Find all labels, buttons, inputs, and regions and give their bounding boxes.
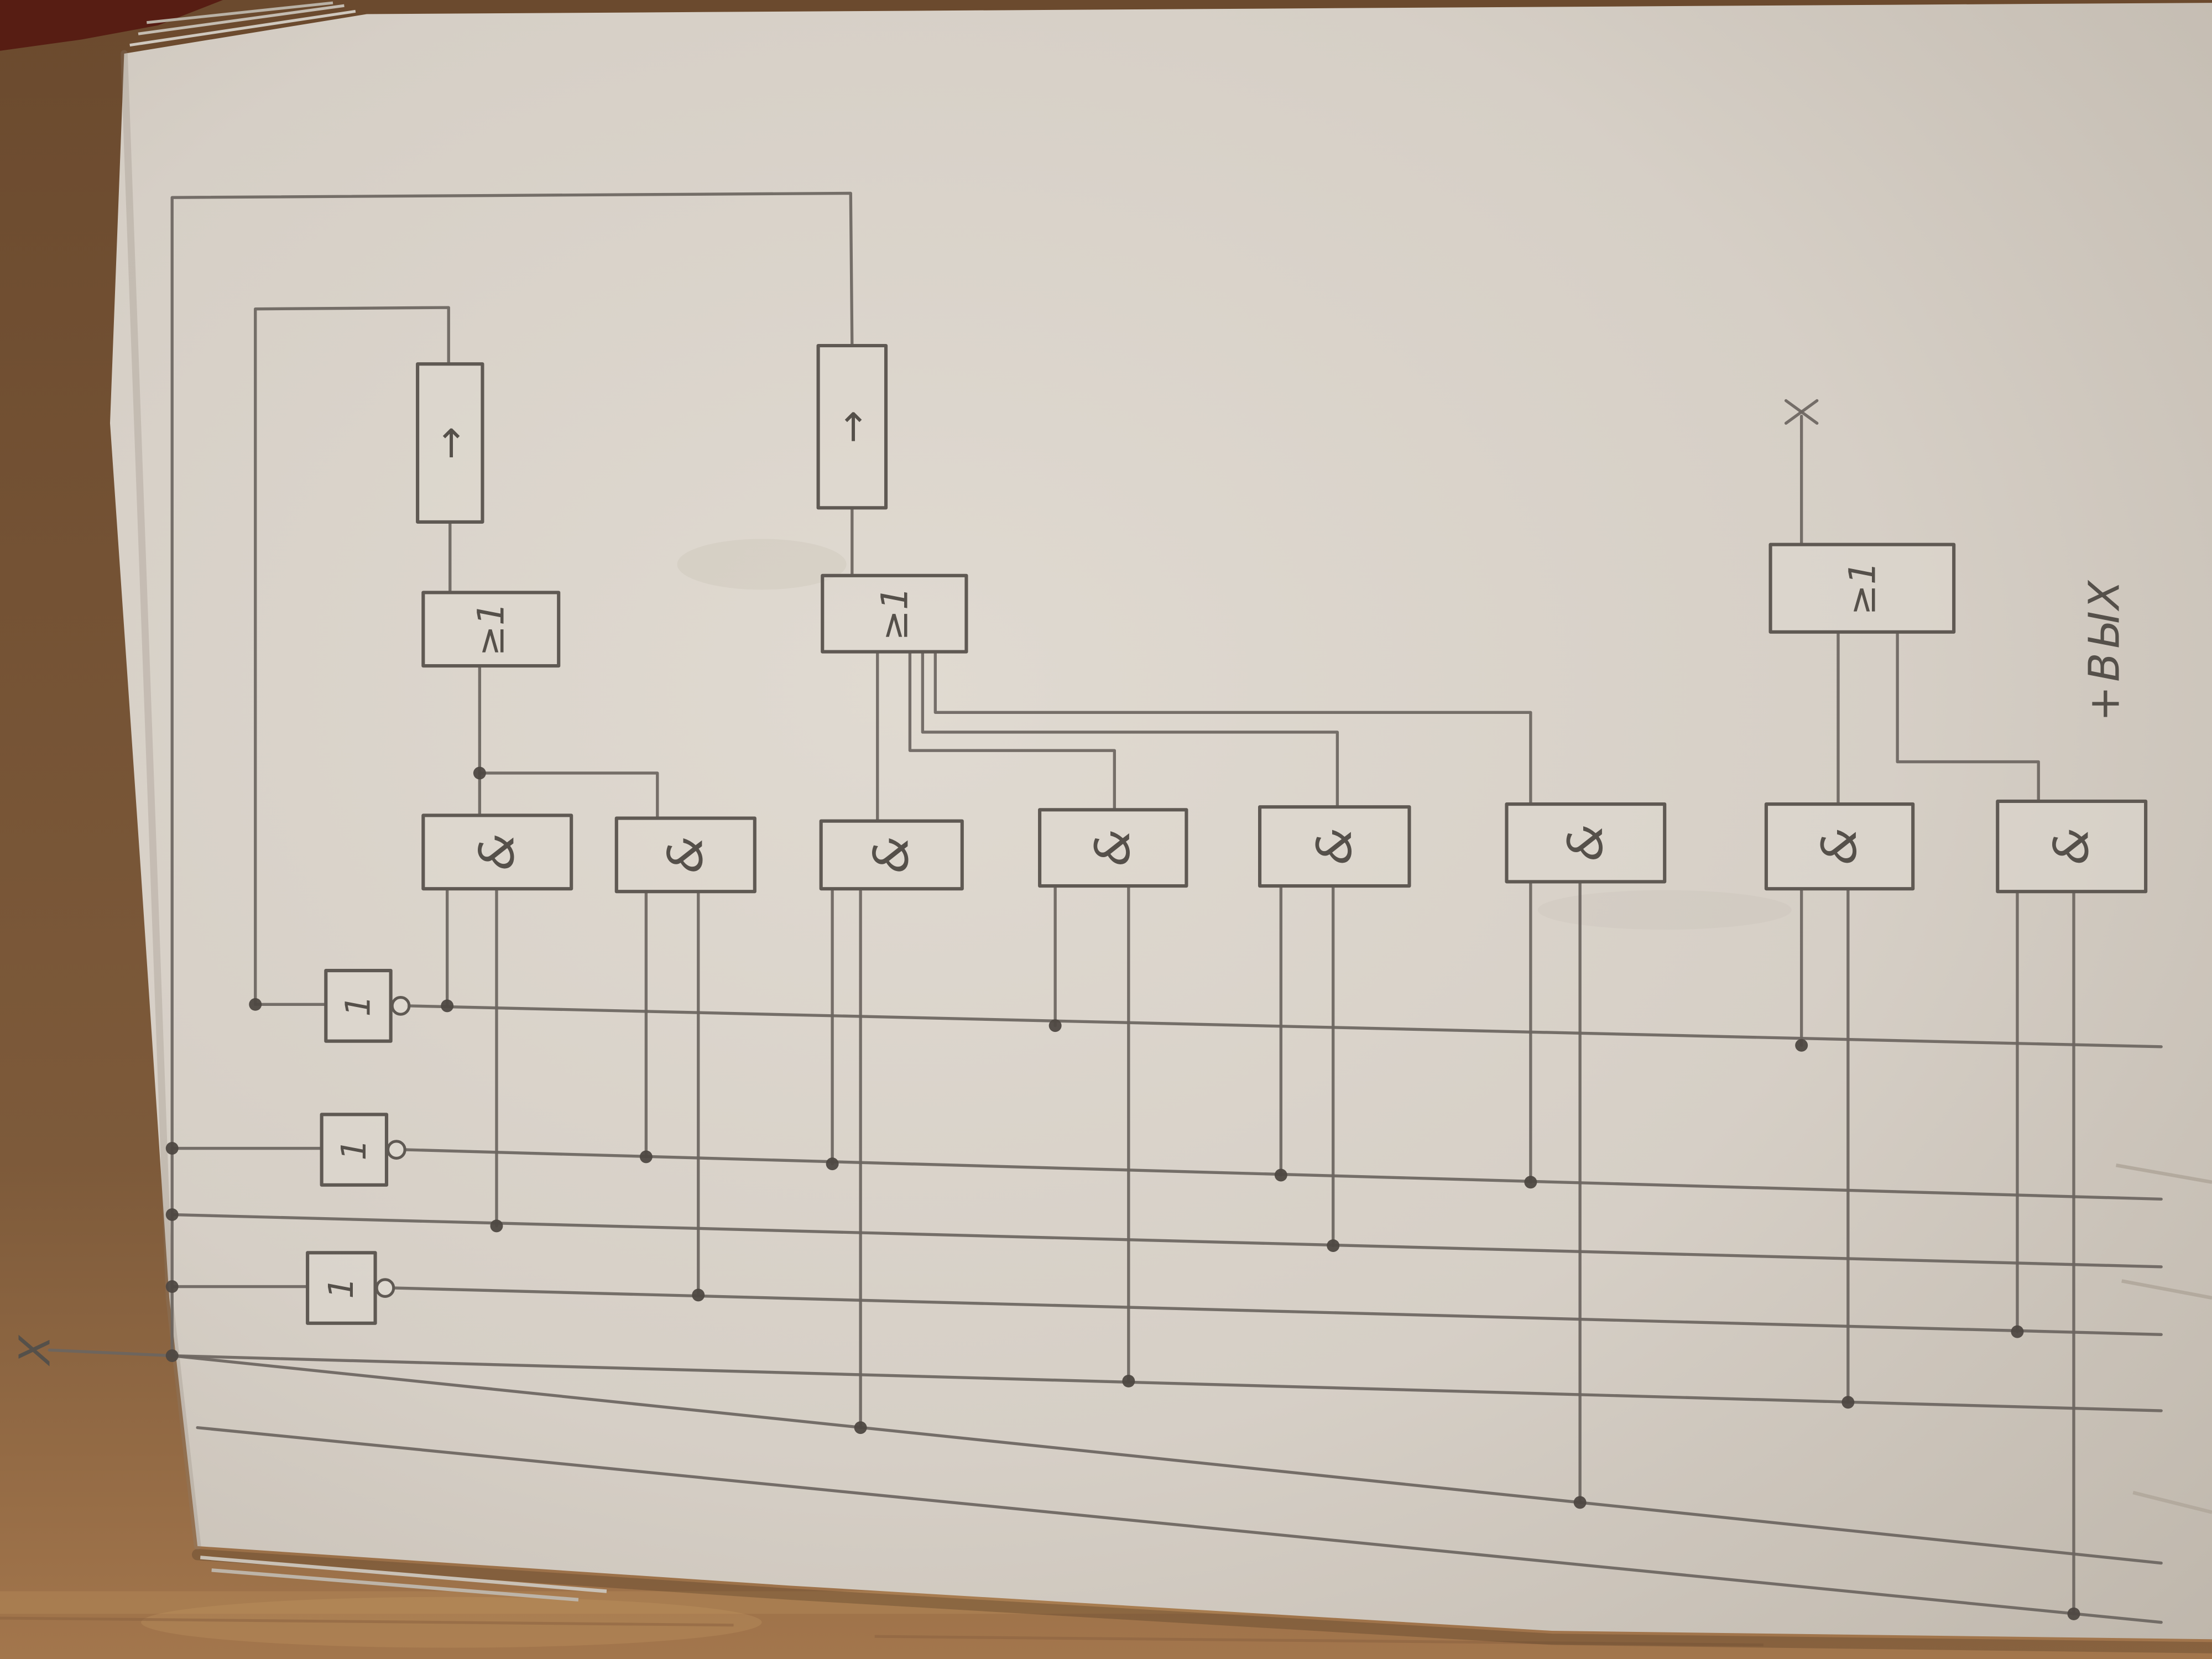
and-gate-label: & (658, 836, 713, 874)
and-gate-box (1764, 802, 1915, 891)
junction-dot (639, 1150, 653, 1164)
junction-dot (1327, 1239, 1340, 1253)
under-sheet-edge (211, 1568, 579, 1602)
inverter-bubble (390, 996, 411, 1016)
junction-dot (165, 1349, 179, 1363)
wire (170, 191, 854, 1358)
junction-dot (1048, 1019, 1062, 1032)
or-gate-label: ≥1 (469, 602, 513, 656)
junction-dots-layer (165, 766, 2080, 1620)
junction-dot (826, 1157, 839, 1171)
or-gate-box (1768, 542, 1956, 634)
page-stack-edge (138, 4, 345, 35)
junction-dot (2011, 1325, 2024, 1338)
wire (254, 306, 450, 1006)
wood-grain-line (0, 1616, 734, 1627)
inverter-label: 1 (335, 1139, 374, 1161)
wire (170, 1213, 2163, 1269)
under-sheet-edge-right (2121, 1279, 2212, 1300)
junction-dot (1274, 1168, 1287, 1182)
input-x-label: X (11, 1335, 60, 1367)
wire (478, 771, 659, 820)
paper-shadow (191, 1549, 2212, 1653)
and-gate-box (421, 813, 573, 891)
junction-dot (165, 1280, 179, 1293)
delay-block-box (416, 362, 484, 524)
and-gate-label: & (1307, 828, 1363, 865)
junction-dot (249, 998, 262, 1011)
inverter-bubble (375, 1278, 395, 1298)
junction-dot (441, 999, 454, 1013)
and-gate-box (1996, 799, 2148, 894)
pencil-smudge (677, 539, 847, 590)
junction-dot (1524, 1176, 1537, 1189)
junction-dot (1573, 1496, 1587, 1509)
wire (1784, 399, 1819, 425)
wire (921, 650, 1339, 808)
paper-edge-shade (121, 50, 201, 1550)
and-gate-box (614, 816, 757, 894)
junction-dot (1841, 1396, 1855, 1409)
and-gate-label: & (469, 833, 525, 871)
wire (393, 1286, 2163, 1336)
gates-layer: & & & & & & & & ≥1 ≥1 ≥1 → → 1 1 1 (306, 343, 2148, 1325)
labels-layer: X +ВЫХ (11, 576, 2129, 1366)
pencil-smudge (1537, 890, 1792, 930)
page-stack-edge (129, 9, 356, 47)
wire (933, 650, 1532, 806)
junction-dot (2067, 1607, 2080, 1620)
or-gate-label: ≥1 (1840, 561, 1884, 615)
delay-block-box (816, 343, 888, 510)
wire (170, 1354, 2163, 1412)
and-gate-label: & (1085, 829, 1141, 867)
and-gate-box (1258, 805, 1411, 888)
delay-block-label: → (427, 426, 473, 460)
wire (196, 1426, 2163, 1624)
junction-dot (692, 1288, 705, 1302)
corner-object (0, 0, 223, 51)
junction-dot (1795, 1039, 1808, 1052)
junction-dot (165, 1208, 179, 1221)
inverter-bubble (386, 1140, 406, 1160)
inverter-label: 1 (338, 995, 378, 1016)
wires-layer (48, 191, 2163, 1624)
junction-dot (1122, 1374, 1135, 1387)
under-sheet-edge-right (2132, 1490, 2212, 1514)
and-gate-box (1038, 808, 1188, 888)
wire (406, 1004, 2163, 1048)
and-gate-box (1505, 802, 1667, 884)
under-sheet-edge (200, 1556, 607, 1593)
and-gate-label: & (1558, 824, 1614, 862)
wire (908, 650, 1116, 811)
wire (170, 1354, 2163, 1565)
delay-block-label: → (829, 410, 875, 444)
wire (48, 1348, 174, 1358)
junction-dot (165, 1142, 179, 1155)
and-gate-label: & (2044, 828, 2100, 865)
and-gate-box (819, 819, 964, 891)
output-label: +ВЫХ (2080, 576, 2130, 721)
under-sheet-edge-right (2115, 1164, 2212, 1184)
or-gate-box (421, 591, 561, 668)
junction-dot (490, 1219, 503, 1233)
wood-grain-line (874, 1635, 1764, 1647)
inverter-label: 1 (322, 1277, 361, 1299)
and-gate-label: & (864, 836, 920, 874)
page-stack-edge (147, 1, 333, 24)
wire (1896, 630, 2040, 803)
or-gate-box (821, 573, 968, 654)
junction-dot (473, 766, 486, 780)
and-gate-label: & (1812, 828, 1867, 865)
or-gate-label: ≥1 (873, 587, 916, 641)
junction-dot (854, 1421, 867, 1434)
